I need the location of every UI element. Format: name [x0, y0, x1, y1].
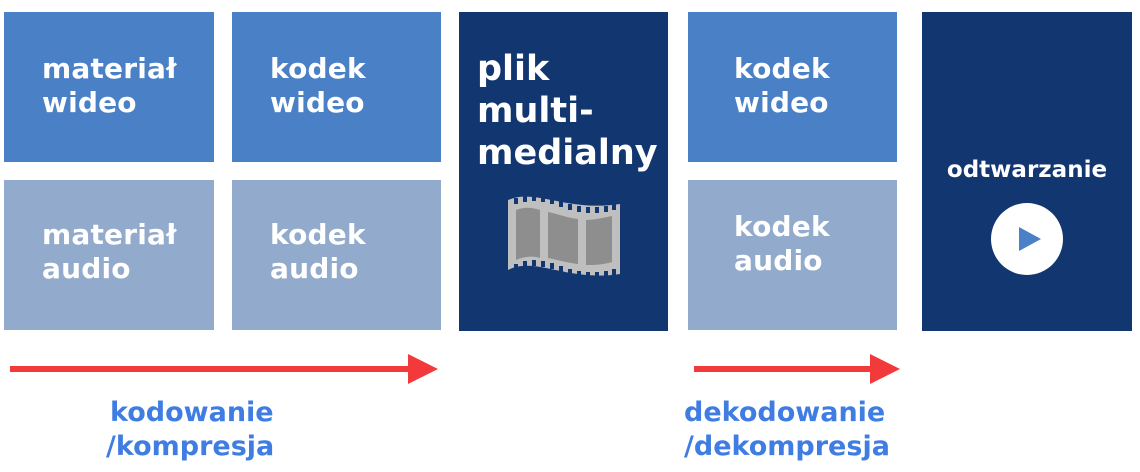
playback-box: odtwarzanie [922, 12, 1132, 331]
video-codec-encode-line1: kodek [270, 52, 366, 85]
encoding-arrow [10, 354, 438, 384]
video-material-line1: materiał [42, 52, 177, 85]
audio-codec-encode-box: kodek audio [232, 180, 441, 330]
audio-material-line1: materiał [42, 218, 177, 251]
play-icon [991, 203, 1063, 275]
video-material-line2: wideo [42, 86, 137, 119]
video-codec-encode-box: kodek wideo [232, 12, 441, 162]
encoding-caption: kodowanie /kompresja [106, 396, 274, 464]
video-codec-decode-line2: wideo [734, 86, 829, 119]
decoding-caption-line2: /dekompresja [684, 431, 890, 462]
multimedia-file-line3: medialny [477, 133, 658, 173]
multimedia-file-box: plik multi- medialny [459, 12, 668, 331]
video-codec-encode-line2: wideo [270, 86, 365, 119]
multimedia-file-line2: multi- [477, 91, 594, 131]
multimedia-file-line1: plik [477, 49, 550, 89]
decoding-caption: dekodowanie /dekompresja [684, 396, 890, 464]
decoding-caption-line1: dekodowanie [684, 397, 886, 428]
audio-codec-decode-box: kodek audio [688, 180, 897, 330]
video-material-box: materiał wideo [4, 12, 214, 162]
video-codec-decode-box: kodek wideo [688, 12, 897, 162]
decoding-arrow [694, 354, 900, 384]
audio-codec-decode-line1: kodek [734, 210, 830, 243]
video-codec-decode-line1: kodek [734, 52, 830, 85]
audio-codec-encode-line2: audio [270, 252, 359, 285]
encoding-caption-line2: /kompresja [106, 431, 275, 462]
audio-codec-encode-line1: kodek [270, 218, 366, 251]
audio-codec-decode-line2: audio [734, 244, 823, 277]
film-strip-icon [508, 195, 620, 278]
audio-material-line2: audio [42, 252, 131, 285]
audio-material-box: materiał audio [4, 180, 214, 330]
playback-label: odtwarzanie [946, 157, 1108, 183]
encoding-caption-line1: kodowanie [110, 397, 274, 428]
